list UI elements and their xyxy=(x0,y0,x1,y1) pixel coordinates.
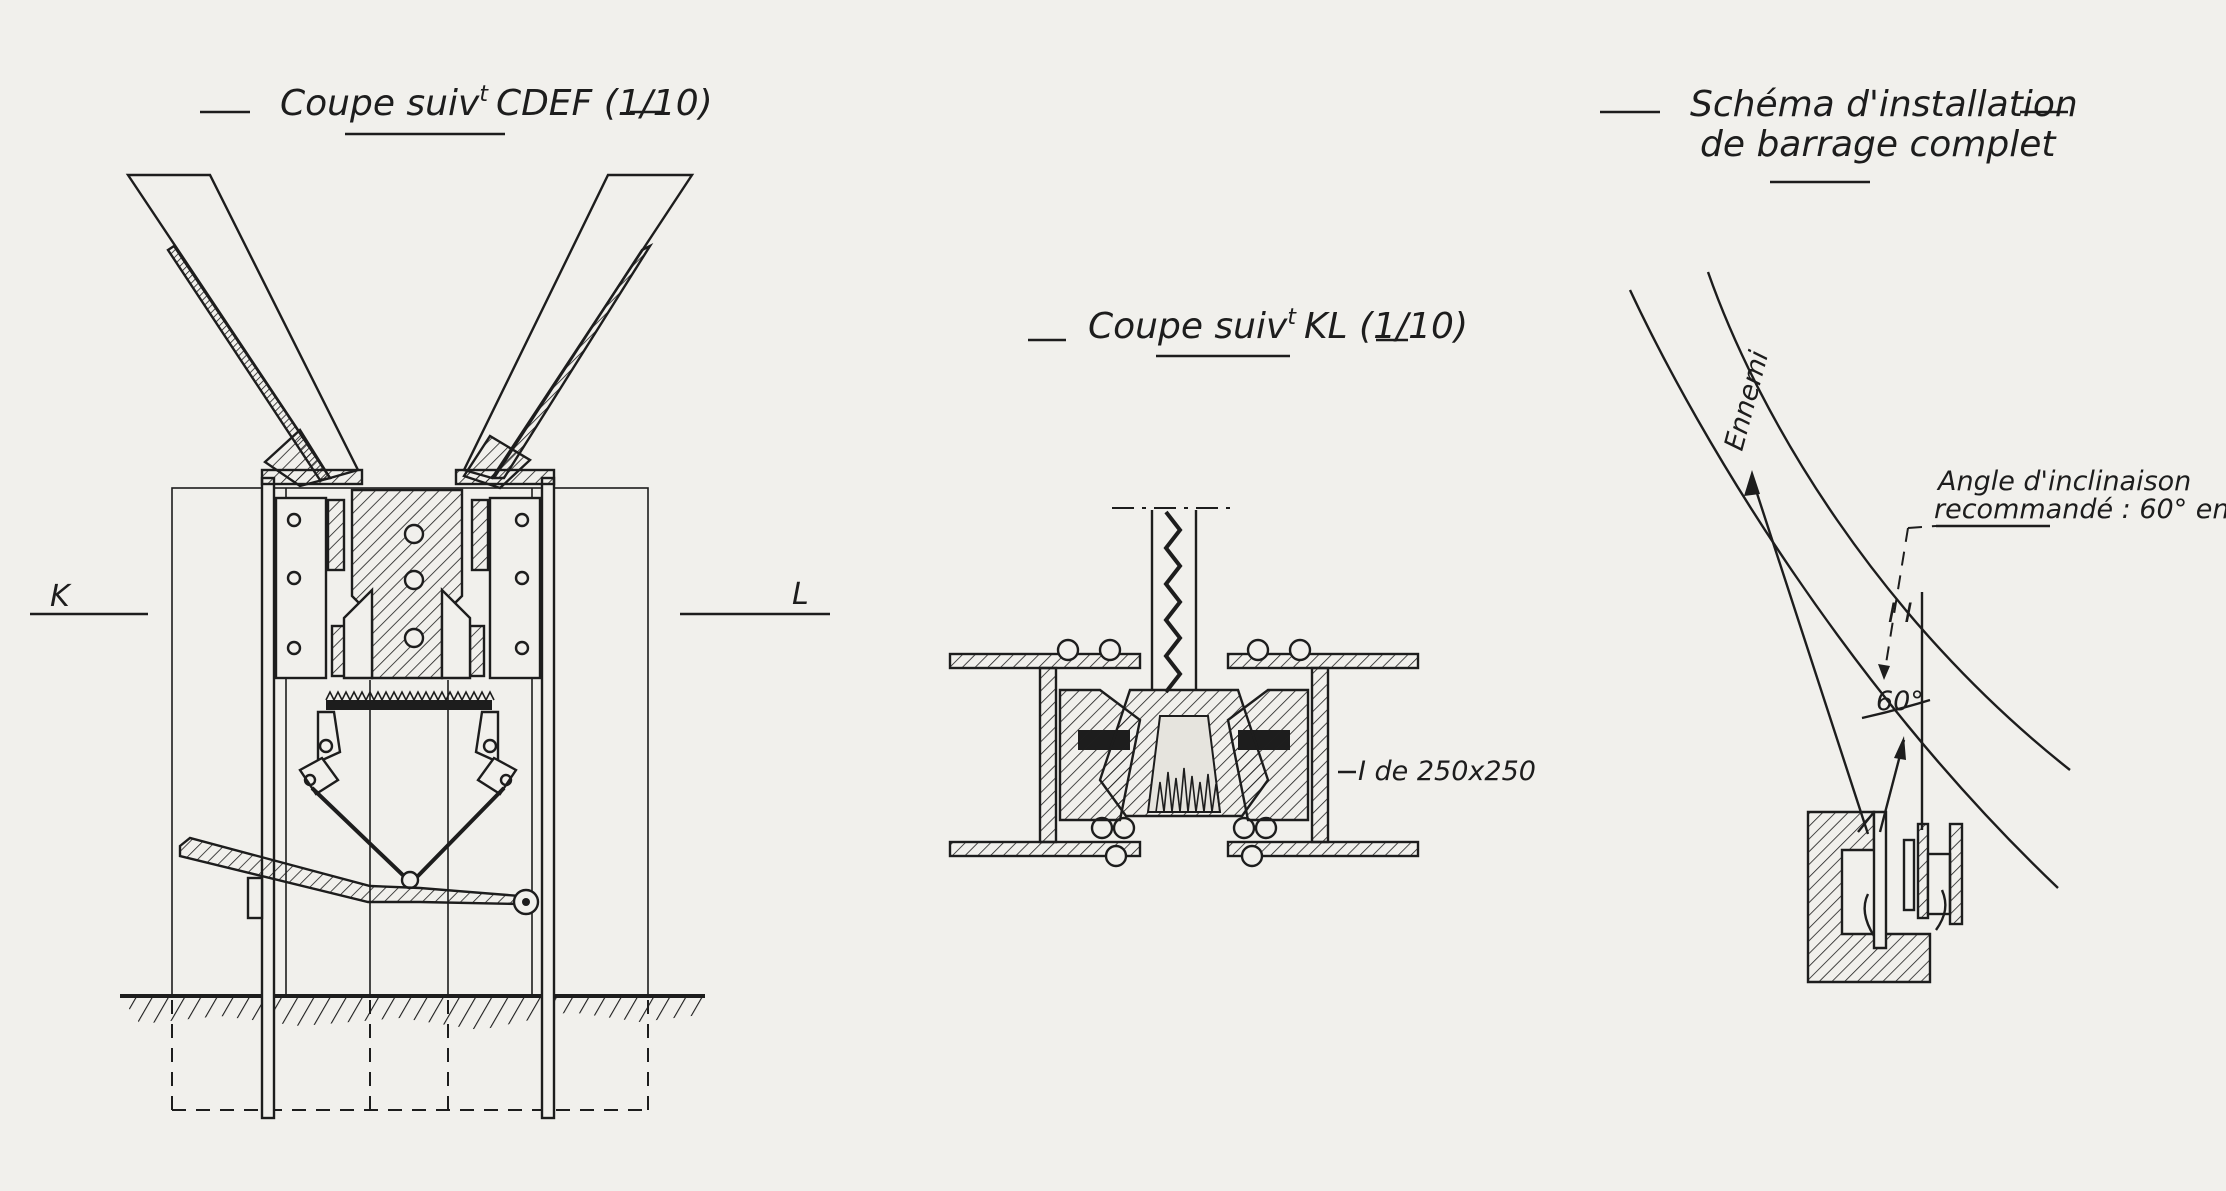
left-blade xyxy=(125,173,360,488)
section-line-kl: K L xyxy=(30,577,830,616)
section-cdef-title-rest: CDEF (1/10) xyxy=(496,83,713,124)
central-wedge xyxy=(1098,688,1270,818)
right-cap-plate xyxy=(454,468,556,486)
angle-value: 60° xyxy=(1876,686,1924,717)
section-cdef-title-text: Coupe suiv xyxy=(280,83,480,124)
road-edges: Ennemi xyxy=(1628,271,2071,889)
pedal-bar xyxy=(178,836,540,920)
label-k: K xyxy=(50,579,72,614)
barrier-jaws xyxy=(1857,736,1906,833)
flap-arrow-right xyxy=(1935,889,1947,931)
central-clamp-block xyxy=(342,488,472,680)
road-label: Ennemi xyxy=(1719,347,1775,454)
angle-note-line1: Angle d'inclinaison xyxy=(1936,466,2191,497)
central-rod xyxy=(1112,507,1232,694)
section-cdef: Coupe suivt CDEF (1/10) xyxy=(30,82,830,1120)
section-cdef-title-sup: t xyxy=(479,82,489,107)
installation-title-line1: Schéma d'installation xyxy=(1690,84,2078,125)
beam-label: I de 250x250 xyxy=(1338,756,1536,787)
serrated-jaw xyxy=(325,690,495,710)
section-kl-title-text: Coupe suiv xyxy=(1088,306,1288,347)
right-bracket xyxy=(468,496,542,680)
angle-note-line2: recommandé : 60° env. xyxy=(1934,494,2226,525)
left-bracket xyxy=(274,496,348,680)
flap-arrow-left xyxy=(1863,893,1876,937)
beam-size-label: I de 250x250 xyxy=(1358,756,1536,787)
enemy-direction-arrow xyxy=(1744,470,1870,835)
installation-title-line2: de barrage complet xyxy=(1700,124,2057,165)
vertical-reference: I I xyxy=(1888,592,1924,830)
installation-schema: Schéma d'installation de barrage complet… xyxy=(1600,84,2226,984)
foundation-dashed xyxy=(171,1000,649,1111)
left-cap-plate xyxy=(260,468,364,486)
label-l: L xyxy=(792,577,809,612)
barrier-block xyxy=(1806,810,1964,984)
installation-title: Schéma d'installation de barrage complet xyxy=(1600,84,2078,184)
angle-indicator: 60° xyxy=(1861,527,1931,720)
section-kl-title-sup: t xyxy=(1287,305,1297,330)
right-blade xyxy=(462,173,695,490)
lever-linkage xyxy=(298,710,518,890)
ground-line xyxy=(120,994,705,1030)
section-cdef-title: Coupe suivt CDEF (1/10) xyxy=(200,82,713,136)
angle-note: Angle d'inclinaison recommandé : 60° env… xyxy=(1907,466,2226,529)
